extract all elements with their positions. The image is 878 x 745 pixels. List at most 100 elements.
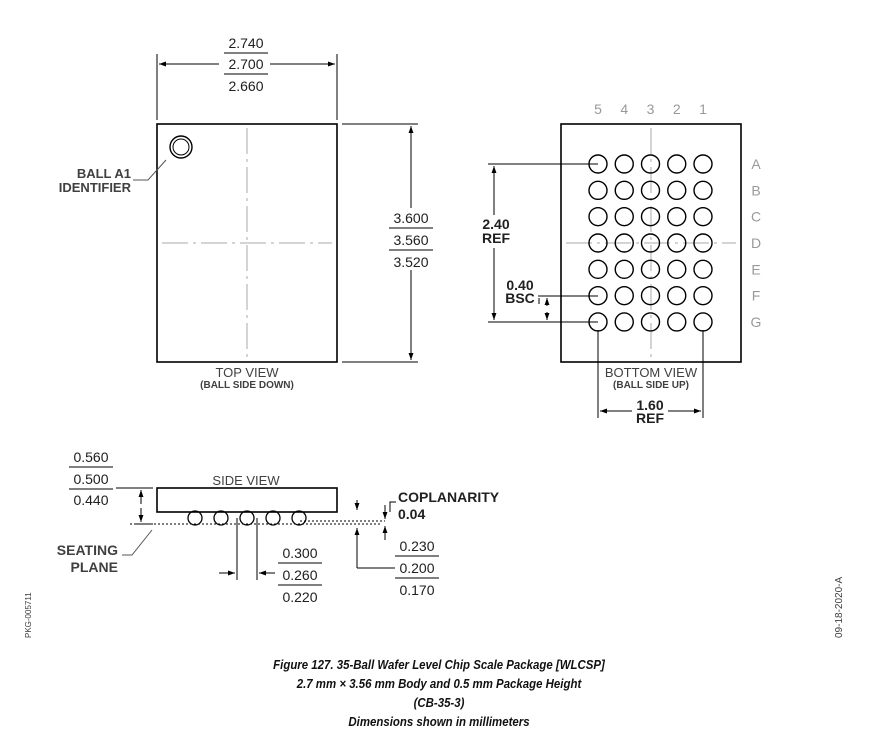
column-label-2: 2	[673, 101, 681, 117]
ball-C3	[640, 206, 661, 227]
top-height-nom: 3.560	[393, 232, 428, 248]
side-height-max: 0.560	[73, 449, 108, 465]
ball-E3	[640, 259, 661, 280]
side-view-body	[156, 487, 338, 513]
ball-D5	[588, 233, 608, 253]
top-height-min: 3.520	[393, 254, 428, 270]
bottom-view-subtitle: (BALL SIDE UP)	[613, 380, 689, 391]
ball-D3	[640, 233, 661, 253]
ball-a1-leader	[133, 159, 167, 181]
ball-B1	[693, 180, 713, 201]
bottom-view-body	[560, 123, 742, 363]
ball-B2	[667, 180, 687, 201]
standoff-max: 0.230	[399, 538, 434, 554]
pitch-bsc: BSC	[505, 290, 535, 306]
figure-caption: Figure 127. 35-Ball Wafer Level Chip Sca…	[53, 655, 826, 731]
side-ball	[187, 510, 203, 526]
top-width-min: 2.660	[228, 78, 263, 94]
caption-line-3: (CB-35-3)	[413, 695, 465, 710]
ball-dim-max: 0.300	[282, 545, 317, 561]
ball-B5	[588, 180, 608, 201]
seating-plane-leader	[122, 529, 153, 556]
ball-E1	[693, 259, 713, 280]
side-height-nom: 0.500	[73, 471, 108, 487]
row-label-D: D	[751, 235, 761, 251]
ball-C4	[614, 206, 634, 227]
ref-width-ref: REF	[636, 410, 664, 426]
ball-D4	[614, 233, 634, 253]
column-label-3: 3	[647, 101, 655, 117]
coplanarity-label: COPLANARITY	[398, 489, 500, 505]
date-code-right: 09-18-2020-A	[834, 577, 845, 638]
bottom-view-title: BOTTOM VIEW	[605, 365, 698, 380]
ball-E4	[614, 259, 634, 280]
caption-line-4: Dimensions shown in millimeters	[348, 714, 530, 729]
seating-plane-label-1: SEATING	[57, 542, 118, 558]
ref-width-value: 1.60	[636, 397, 663, 413]
top-view-title: TOP VIEW	[215, 365, 279, 380]
side-ball	[265, 510, 281, 526]
top-width-max: 2.740	[228, 35, 263, 51]
ball-C2	[667, 206, 687, 227]
package-code-left: PKG-005711	[24, 592, 33, 638]
caption-line-1: Figure 127. 35-Ball Wafer Level Chip Sca…	[273, 657, 605, 672]
column-label-5: 5	[594, 101, 602, 117]
ball-A4	[614, 154, 634, 174]
ball-a1-label-line1: BALL A1	[77, 166, 131, 181]
ball-A2	[667, 154, 687, 174]
top-width-nom: 2.700	[228, 56, 263, 72]
side-view: SIDE VIEW SEATING PLANE 0.560 0.500 0.44…	[57, 449, 500, 605]
row-label-F: F	[752, 288, 761, 304]
ball-F1	[693, 285, 713, 306]
ball-a1-identifier-mark	[169, 135, 193, 159]
standoff-nom: 0.200	[399, 560, 434, 576]
ball-D1	[693, 233, 713, 253]
ball-C5	[588, 206, 608, 227]
row-label-G: G	[751, 314, 762, 330]
side-height-min: 0.440	[73, 492, 108, 508]
ball-dim-min: 0.220	[282, 589, 317, 605]
top-height-max: 3.600	[393, 210, 428, 226]
ball-E5	[588, 259, 608, 280]
ball-F3	[640, 285, 661, 306]
side-view-title: SIDE VIEW	[212, 473, 280, 488]
ref-height-value: 2.40	[482, 216, 509, 232]
side-ball	[291, 510, 307, 526]
ball-E2	[667, 259, 687, 280]
top-view-body	[156, 123, 338, 363]
side-ball	[213, 510, 229, 526]
ball-F4	[614, 285, 634, 306]
row-label-C: C	[751, 209, 761, 225]
ball-G4	[614, 312, 634, 332]
row-label-A: A	[751, 156, 761, 172]
column-label-4: 4	[620, 101, 628, 117]
standoff-min: 0.170	[399, 582, 434, 598]
ball-C1	[693, 206, 713, 227]
ball-A3	[640, 154, 661, 174]
ball-F2	[667, 285, 687, 306]
row-label-B: B	[751, 182, 760, 198]
seating-plane-label-2: PLANE	[71, 559, 118, 575]
ball-a1-identifier-inner	[172, 138, 190, 156]
pitch-value: 0.40	[506, 277, 533, 293]
ball-dim-nom: 0.260	[282, 567, 317, 583]
ref-height-ref: REF	[482, 230, 510, 246]
top-view-subtitle: (BALL SIDE DOWN)	[200, 380, 294, 391]
ball-a1-label-line2: IDENTIFIER	[59, 180, 132, 195]
ball-G3	[640, 312, 661, 332]
caption-line-2: 2.7 mm × 3.56 mm Body and 0.5 mm Package…	[296, 676, 582, 691]
coplanarity-leader	[389, 501, 396, 512]
coplanarity-value: 0.04	[398, 506, 425, 522]
top-view: BALL A1 IDENTIFIER 2.740 2.700 2.660 3.6…	[59, 35, 433, 391]
ball-G1	[693, 312, 713, 332]
ball-B4	[614, 180, 634, 201]
ball-D2	[667, 233, 687, 253]
ball-G2	[667, 312, 687, 332]
side-ball	[239, 510, 255, 526]
ball-A1	[693, 154, 713, 174]
side-view-balls	[187, 510, 307, 526]
